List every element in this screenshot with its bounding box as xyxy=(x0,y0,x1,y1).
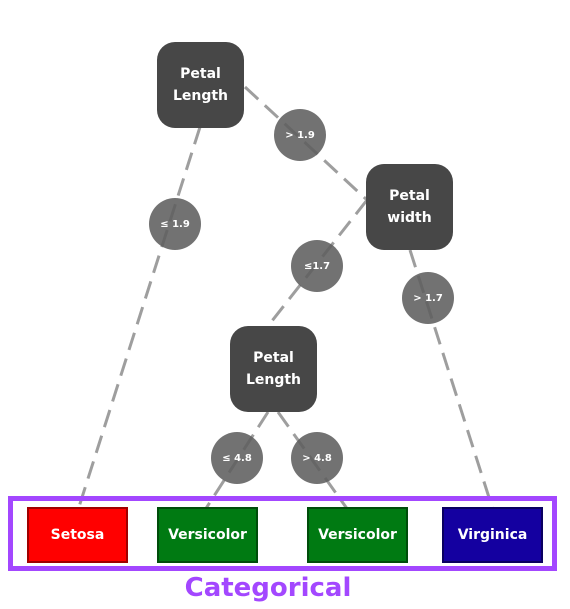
leaf-versicolor-right-label: Versicolor xyxy=(318,527,397,543)
condition-length2-left-label: ≤ 4.8 xyxy=(222,452,252,464)
condition-root-left: ≤ 1.9 xyxy=(149,198,201,250)
edge-root-setosa xyxy=(76,126,202,511)
node-petal-width: Petal width xyxy=(366,164,453,250)
leaf-setosa-label: Setosa xyxy=(50,527,105,543)
condition-width-left: ≤1.7 xyxy=(291,240,343,292)
leaf-versicolor-left: Versicolor xyxy=(157,507,258,563)
condition-length2-right: > 4.8 xyxy=(291,432,343,484)
leaf-virginica-label: Virginica xyxy=(457,527,528,543)
condition-length2-right-label: > 4.8 xyxy=(302,452,332,464)
edge-petal-width-virginica xyxy=(408,249,495,511)
leaf-virginica: Virginica xyxy=(442,507,543,563)
petal-width-node-label: Petal width xyxy=(387,188,432,226)
categorical-leaf-frame xyxy=(8,496,557,571)
condition-width-right-label: > 1.7 xyxy=(413,292,443,304)
condition-width-right: > 1.7 xyxy=(402,272,454,324)
petal-length-secondary-label: Petal Length xyxy=(245,350,302,388)
root-node-petal-length: Petal Length xyxy=(157,42,244,128)
caption-categorical: Categorical xyxy=(184,573,352,603)
condition-length2-left: ≤ 4.8 xyxy=(211,432,263,484)
condition-root-right: > 1.9 xyxy=(274,109,326,161)
leaf-versicolor-left-label: Versicolor xyxy=(168,527,247,543)
condition-width-left-label: ≤1.7 xyxy=(303,260,331,272)
condition-root-left-label: ≤ 1.9 xyxy=(160,218,190,230)
root-node-label: Petal Length xyxy=(172,66,229,104)
leaf-setosa: Setosa xyxy=(27,507,128,563)
leaf-versicolor-right: Versicolor xyxy=(307,507,408,563)
condition-root-right-label: > 1.9 xyxy=(285,129,315,141)
node-petal-length-secondary: Petal Length xyxy=(230,326,317,412)
